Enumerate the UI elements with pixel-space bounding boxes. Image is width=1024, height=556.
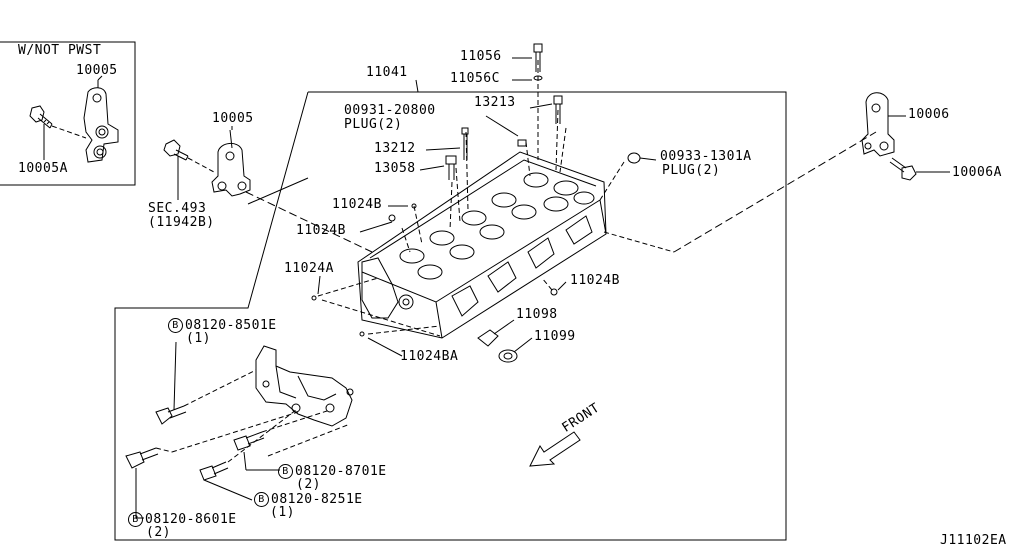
b-marker-icon: B [254, 492, 269, 507]
label-00933-1301a: 00933-1301A [660, 149, 752, 164]
label-13213: 13213 [474, 95, 516, 110]
label-10006: 10006 [908, 107, 950, 122]
b-marker-icon: B [168, 318, 183, 333]
label-11098: 11098 [516, 307, 558, 322]
inset-box [0, 41, 136, 186]
label-00931-20800: 00931-20800 [344, 103, 436, 118]
lower-bolts-icon [125, 405, 265, 481]
leader-10005-outline [247, 177, 309, 205]
bracket-10005-icon [211, 129, 251, 197]
plug-00931-icon [517, 139, 527, 147]
qty-08120-8701e: (2) [296, 477, 321, 492]
front-arrow-icon [529, 431, 581, 467]
label-11099: 11099 [534, 329, 576, 344]
label-plug-2: PLUG(2) [662, 163, 721, 178]
inset-title: W/NOT PWST [18, 43, 102, 58]
qty-08120-8501e: (1) [186, 331, 211, 346]
qty-08120-8601e: (2) [146, 525, 171, 540]
label-leaders [97, 57, 950, 357]
leader-10006-dashed [673, 131, 877, 253]
label-11024b-1: 11024B [332, 197, 382, 212]
lower-bracket-icon [255, 345, 354, 427]
main-outline [114, 91, 787, 541]
label-10005: 10005 [212, 111, 254, 126]
cylinder-head-icon [357, 151, 607, 339]
label-plug-1: PLUG(2) [344, 117, 403, 132]
label-11024ba: 11024BA [400, 349, 459, 364]
b-marker-icon: B [128, 512, 143, 527]
seal-11099-icon [498, 349, 518, 363]
diagram-code: J11102EA [940, 533, 1007, 548]
bracket-10006-icon [861, 92, 895, 157]
label-11056c: 11056C [450, 71, 500, 86]
bolt-13058-icon [445, 155, 457, 180]
inset-bolt-icon [29, 105, 87, 160]
bolt-10006a-icon [889, 157, 917, 181]
label-10006a: 10006A [952, 165, 1002, 180]
plug-00933-icon [627, 152, 641, 164]
bolt-13213-icon [553, 95, 563, 124]
inset-part-10005: 10005 [76, 63, 118, 78]
label-11024b-2: 11024B [296, 223, 346, 238]
head-leaders [317, 60, 675, 337]
label-11942b: (11942B) [148, 215, 215, 230]
qty-08120-8251e: (1) [270, 505, 295, 520]
label-sec493: SEC.493 [148, 201, 207, 216]
label-11024b-3: 11024B [570, 273, 620, 288]
inset-bracket-icon [83, 80, 119, 163]
label-11041: 11041 [366, 65, 408, 80]
label-13212: 13212 [374, 141, 416, 156]
bolt-11056-icon [533, 43, 543, 81]
bolt-13212-icon [461, 127, 469, 160]
label-11024a: 11024A [284, 261, 334, 276]
bolt-sec493-icon [163, 139, 215, 200]
inset-part-10005a: 10005A [18, 161, 68, 176]
label-11056: 11056 [460, 49, 502, 64]
label-13058: 13058 [374, 161, 416, 176]
seal-11098-icon [477, 329, 499, 347]
dowel-icons [311, 203, 558, 337]
b-marker-icon: B [278, 464, 293, 479]
